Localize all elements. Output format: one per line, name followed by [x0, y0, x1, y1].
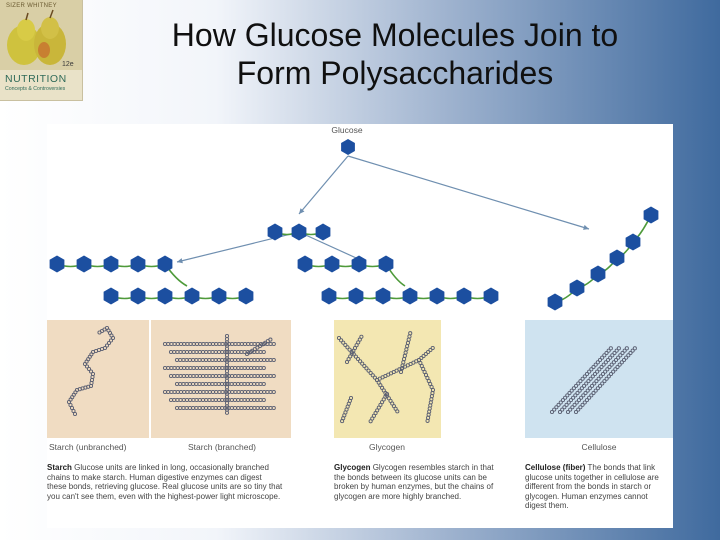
caption-cellulose-term: Cellulose (fiber) — [525, 463, 586, 472]
bead-chain — [549, 346, 613, 415]
bead-chain — [340, 395, 354, 424]
bead-chain — [174, 381, 266, 387]
label-starch-branched: Starch (branched) — [187, 442, 257, 452]
slide-title-line-1: How Glucose Molecules Join to — [171, 17, 619, 53]
bead-chain — [168, 373, 276, 379]
arrowhead-icon — [583, 224, 589, 230]
polysaccharide-diagram — [47, 139, 673, 438]
glucose-hexagon-icon — [49, 255, 65, 273]
bead-chain — [557, 346, 621, 415]
microscopy-chains — [66, 325, 637, 424]
caption-glycogen: Glycogen Glycogen resembles starch in th… — [334, 463, 504, 501]
bead-chain — [416, 357, 436, 423]
panel-starch-unbranched — [47, 320, 149, 438]
polysaccharide-figure: Glucose Starch (unbranched) Starch (bran… — [47, 124, 673, 528]
caption-glycogen-term: Glycogen — [334, 463, 371, 472]
bead-chain — [244, 337, 273, 357]
panel-cellulose — [525, 320, 673, 438]
glucose-hexagon-icon — [483, 287, 499, 305]
logo-subtitle: Concepts & Controversies — [5, 86, 66, 92]
glucose-hexagon-icon — [130, 255, 146, 273]
logo-brand: NUTRITION — [5, 73, 67, 85]
caption-starch: Starch Glucose units are linked in long,… — [47, 463, 283, 501]
slide-title-line-2: Form Polysaccharides — [236, 55, 554, 91]
label-starch-unbranched: Starch (unbranched) — [49, 442, 127, 452]
logo-authors: SIZER WHITNEY — [6, 3, 57, 9]
glucose-hexagon-icon — [324, 255, 340, 273]
glucose-hexagon-icon — [321, 287, 337, 305]
slide-title: How Glucose Molecules Join to Form Polys… — [90, 16, 700, 92]
arrowhead-icon — [177, 258, 183, 264]
bead-chain — [336, 335, 400, 414]
arrow-line — [347, 155, 590, 230]
bead-chain — [168, 397, 266, 403]
caption-cellulose: Cellulose (fiber) The bonds that link gl… — [525, 463, 671, 511]
bead-chain — [344, 334, 364, 365]
panel-glycogen — [334, 320, 441, 438]
bead-chain — [174, 357, 276, 363]
glucose-hexagon-icon — [569, 279, 585, 297]
bead-chain — [162, 341, 276, 347]
glucose-hexagon-icon — [351, 255, 367, 273]
label-glycogen: Glycogen — [369, 442, 405, 452]
glucose-hexagon-icon — [643, 206, 659, 224]
logo-edition: 12e — [62, 61, 74, 68]
glucose-hexagon-icon — [157, 287, 173, 305]
bead-chain — [162, 389, 276, 395]
glucose-hexagon-icon — [547, 293, 563, 311]
glucose-hexagon-icon — [76, 255, 92, 273]
glucose-hexagon-icon — [157, 255, 173, 273]
glucose-hexagon-group — [49, 139, 659, 311]
bead-chain — [66, 325, 116, 417]
glucose-hexagon-icon — [267, 223, 283, 241]
glucose-hexagon-icon — [456, 287, 472, 305]
bead-chain — [162, 365, 266, 371]
caption-cellulose-text: The bonds that link glucose units togeth… — [525, 463, 659, 511]
glucose-hexagon-icon — [402, 287, 418, 305]
arrow-line — [298, 231, 366, 263]
glucose-hexagon-icon — [590, 265, 606, 283]
glucose-hexagon-icon — [625, 233, 641, 251]
glucose-hexagon-icon — [348, 287, 364, 305]
bead-chain — [174, 405, 276, 411]
bead-chain — [368, 391, 390, 424]
glucose-hexagon-icon — [211, 287, 227, 305]
glucose-hexagon-icon — [291, 223, 307, 241]
caption-starch-text: Glucose units are linked in long, occasi… — [47, 463, 283, 501]
arrow-group — [176, 155, 590, 264]
glucose-hexagon-icon — [130, 287, 146, 305]
glucose-hexagon-icon — [375, 287, 391, 305]
bead-chain — [573, 346, 637, 415]
arrow-line — [298, 155, 349, 215]
glucose-hexagon-icon — [297, 255, 313, 273]
caption-glycogen-text: Glycogen resembles starch in that the bo… — [334, 463, 494, 501]
arrowhead-icon — [299, 208, 305, 214]
glucose-hexagon-icon — [378, 255, 394, 273]
bead-chain — [398, 331, 413, 375]
label-cellulose: Cellulose — [581, 442, 617, 452]
glucose-hexagon-icon — [609, 249, 625, 267]
glucose-hexagon-icon — [103, 287, 119, 305]
bead-chain — [565, 346, 629, 415]
textbook-logo: SIZER WHITNEY 12e NUTRITION Concepts & C… — [0, 0, 83, 101]
pear-illustration-icon — [0, 0, 82, 70]
glucose-hexagon-icon — [103, 255, 119, 273]
glucose-hexagon-icon — [341, 139, 355, 155]
glucose-hexagon-icon — [429, 287, 445, 305]
glucose-label: Glucose — [331, 125, 363, 135]
glucose-hexagon-icon — [238, 287, 254, 305]
glucose-hexagon-icon — [184, 287, 200, 305]
caption-starch-term: Starch — [47, 463, 72, 472]
bead-chain — [224, 333, 230, 415]
glucose-hexagon-icon — [315, 223, 331, 241]
